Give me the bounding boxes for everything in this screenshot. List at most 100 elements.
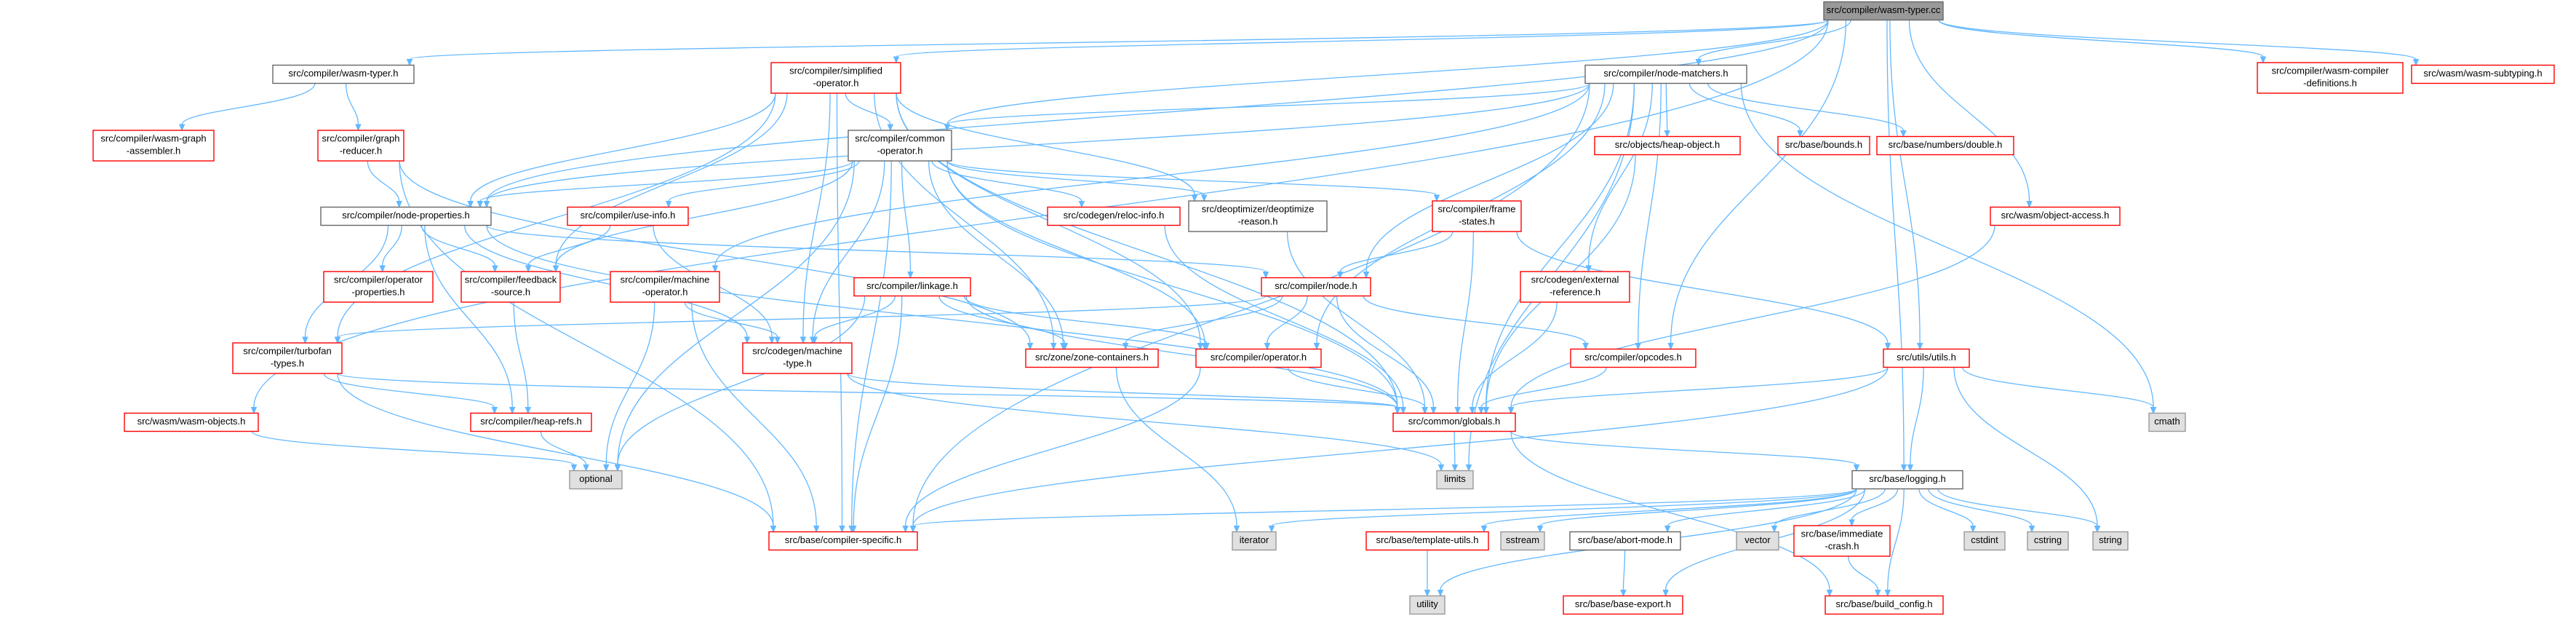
- graph-node-src-compiler-feedback-source-h[interactable]: src/compiler/feedback-source.h: [460, 271, 561, 303]
- graph-node-src-base-build-config-h[interactable]: src/base/build_config.h: [1825, 595, 1944, 615]
- graph-node-src-wasm-wasm-subtyping-h[interactable]: src/wasm/wasm-subtyping.h: [2411, 64, 2555, 84]
- edge-operator-to-globals: [1287, 367, 1428, 414]
- graph-node-src-codegen-machine-type-h[interactable]: src/codegen/machine-type.h: [742, 342, 853, 374]
- edge-nprops-to-heaprefs: [424, 225, 516, 414]
- node-label: src/compiler/wasm-compiler-definitions.h: [2271, 66, 2389, 89]
- edge-arrowhead: [1969, 526, 1977, 533]
- edge-line: [847, 373, 1398, 408]
- edge-arrowhead: [1233, 526, 1240, 533]
- graph-node-src-compiler-operator-properties-h[interactable]: src/compiler/operator-properties.h: [323, 271, 434, 303]
- graph-node-src-common-globals-h[interactable]: src/common/globals.h: [1392, 412, 1516, 432]
- node-box: [232, 342, 343, 374]
- graph-node-src-compiler-turbofan-types-h[interactable]: src/compiler/turbofan-types.h: [232, 342, 343, 374]
- node-box: [2148, 412, 2186, 432]
- graph-node-iterator[interactable]: iterator: [1232, 531, 1277, 551]
- graph-node-src-objects-heap-object-h[interactable]: src/objects/heap-object.h: [1594, 135, 1741, 156]
- graph-node-src-compiler-operator-h[interactable]: src/compiler/operator.h: [1195, 348, 1322, 368]
- graph-node-src-compiler-simplified-operator-h[interactable]: src/compiler/simplified-operator.h: [770, 62, 901, 94]
- graph-node-cstdint[interactable]: cstdint: [1963, 531, 2006, 551]
- graph-node-utility[interactable]: utility: [1409, 595, 1445, 615]
- graph-node-src-compiler-frame-states-h[interactable]: src/compiler/frame-states.h: [1432, 200, 1522, 232]
- edge-line: [253, 20, 1829, 408]
- edge-globals-to-logging: [1510, 430, 1860, 472]
- edge-operator-to-ccspec: [902, 367, 1201, 533]
- graph-node-src-base-template-utils-h[interactable]: src/base/template-utils.h: [1365, 531, 1489, 551]
- edge-line: [1910, 367, 1924, 465]
- graph-node-src-base-base-export-h[interactable]: src/base/base-export.h: [1563, 595, 1683, 615]
- graph-node-src-compiler-linkage-h[interactable]: src/compiler/linkage.h: [853, 277, 971, 297]
- node-label: src/compiler/node.h: [1275, 280, 1357, 291]
- edge-line: [928, 160, 1064, 344]
- edge-line: [1928, 489, 2033, 526]
- node-box: [770, 62, 901, 94]
- graph-node-src-compiler-use-info-h[interactable]: src/compiler/use-info.h: [567, 206, 689, 226]
- edge-line: [486, 20, 1829, 202]
- graph-node-src-codegen-external-reference-h[interactable]: src/codegen/external-reference.h: [1520, 271, 1630, 303]
- edge-logging-to-abort: [1664, 489, 1866, 533]
- graph-node-src-compiler-wasm-typer-h[interactable]: src/compiler/wasm-typer.h: [272, 64, 415, 84]
- graph-node-src-compiler-wasm-compiler-definitions-h[interactable]: src/compiler/wasm-compiler-definitions.h: [2257, 62, 2404, 94]
- edge-line: [1480, 367, 1607, 408]
- edge-line: [938, 296, 1066, 344]
- graph-node-src-base-numbers-double-h[interactable]: src/base/numbers/double.h: [1876, 135, 2014, 156]
- graph-node-src-zone-zone-containers-h[interactable]: src/zone/zone-containers.h: [1025, 348, 1159, 368]
- graph-node-vector[interactable]: vector: [1736, 531, 1779, 551]
- graph-node-src-wasm-object-access-h[interactable]: src/wasm/object-access.h: [1990, 206, 2121, 226]
- graph-node-cmath[interactable]: cmath: [2148, 412, 2186, 432]
- graph-node-limits[interactable]: limits: [1436, 470, 1474, 490]
- edge-simplop-to-commop: [845, 92, 894, 132]
- edge-arrowhead: [1050, 343, 1057, 350]
- node-box: [1851, 470, 1963, 490]
- node-label: src/compiler/turbofan-types.h: [243, 346, 331, 369]
- graph-node-src-base-compiler-specific-h[interactable]: src/base/compiler-specific.h: [768, 531, 918, 551]
- node-label: cstring: [2034, 534, 2062, 545]
- graph-node-src-deoptimizer-deoptimize-reason-h[interactable]: src/deoptimizer/deoptimize-reason.h: [1188, 200, 1328, 232]
- edge-arrowhead: [1664, 526, 1671, 533]
- graph-node-src-codegen-reloc-info-h[interactable]: src/codegen/reloc-info.h: [1047, 206, 1181, 226]
- edge-arrowhead: [570, 464, 578, 472]
- graph-node-src-utils-utils-h[interactable]: src/utils/utils.h: [1883, 348, 1970, 368]
- graph-node-string[interactable]: string: [2092, 531, 2129, 551]
- graph-node-src-compiler-node-properties-h[interactable]: src/compiler/node-properties.h: [320, 206, 492, 226]
- edge-line: [486, 225, 1398, 408]
- edge-arrowhead: [334, 336, 341, 344]
- graph-node-src-compiler-heap-refs-h[interactable]: src/compiler/heap-refs.h: [470, 412, 592, 432]
- graph-node-src-compiler-opcodes-h[interactable]: src/compiler/opcodes.h: [1570, 348, 1696, 368]
- graph-node-src-compiler-machine-operator-h[interactable]: src/compiler/machine-operator.h: [610, 271, 720, 303]
- edge-greduc-to-nprops: [367, 160, 402, 208]
- edge-zcont-to-iterator: [1115, 367, 1240, 533]
- graph-node-src-compiler-node-matchers-h[interactable]: src/compiler/node-matchers.h: [1584, 64, 1747, 84]
- graph-node-src-base-logging-h[interactable]: src/base/logging.h: [1851, 470, 1963, 490]
- edge-node-to-tftypes: [334, 295, 1267, 344]
- edge-line: [946, 160, 1205, 344]
- graph-node-src-base-bounds-h[interactable]: src/base/bounds.h: [1777, 135, 1870, 156]
- graph-node-src-base-immediate-crash-h[interactable]: src/base/immediate-crash.h: [1793, 525, 1891, 557]
- edge-machop-to-optional: [602, 301, 655, 472]
- edge-commop-to-useinfo: [665, 160, 860, 208]
- node-box: [1825, 595, 1944, 615]
- graph-node-src-base-abort-mode-h[interactable]: src/base/abort-mode.h: [1569, 531, 1681, 551]
- edge-logging-to-tutils: [1480, 488, 1857, 533]
- graph-node-src-wasm-wasm-objects-h[interactable]: src/wasm/wasm-objects.h: [124, 412, 259, 432]
- graph-node-src-compiler-wasm-typer-cc[interactable]: src/compiler/wasm-typer.cc: [1823, 1, 1944, 21]
- graph-node-src-compiler-wasm-graph-assembler-h[interactable]: src/compiler/wasm-graph-assembler.h: [92, 130, 215, 162]
- edge-nmatch-to-commop: [944, 82, 1590, 132]
- node-label: iterator: [1240, 534, 1269, 545]
- edge-immcrash-to-bconfig: [1848, 555, 1881, 597]
- graph-node-src-compiler-node-h[interactable]: src/compiler/node.h: [1261, 277, 1371, 297]
- edge-machop-to-ccspec: [691, 301, 820, 533]
- edge-line: [464, 225, 748, 338]
- graph-node-sstream[interactable]: sstream: [1500, 531, 1545, 551]
- edge-arrowhead: [1262, 272, 1269, 279]
- graph-node-cstring[interactable]: cstring: [2027, 531, 2069, 551]
- edge-line: [896, 92, 1195, 196]
- graph-node-src-compiler-common-operator-h[interactable]: src/compiler/common-operator.h: [848, 130, 952, 162]
- graph-node-src-compiler-graph-reducer-h[interactable]: src/compiler/graph-reducer.h: [317, 130, 404, 162]
- node-box: [1409, 595, 1445, 615]
- graph-node-optional[interactable]: optional: [569, 470, 623, 490]
- node-box: [1047, 206, 1181, 226]
- edge-line: [1889, 20, 1921, 344]
- edge-line: [1454, 431, 1456, 465]
- edge-utils-to-ccspec: [909, 367, 1889, 533]
- edge-linkage-to-zcont: [938, 296, 1069, 350]
